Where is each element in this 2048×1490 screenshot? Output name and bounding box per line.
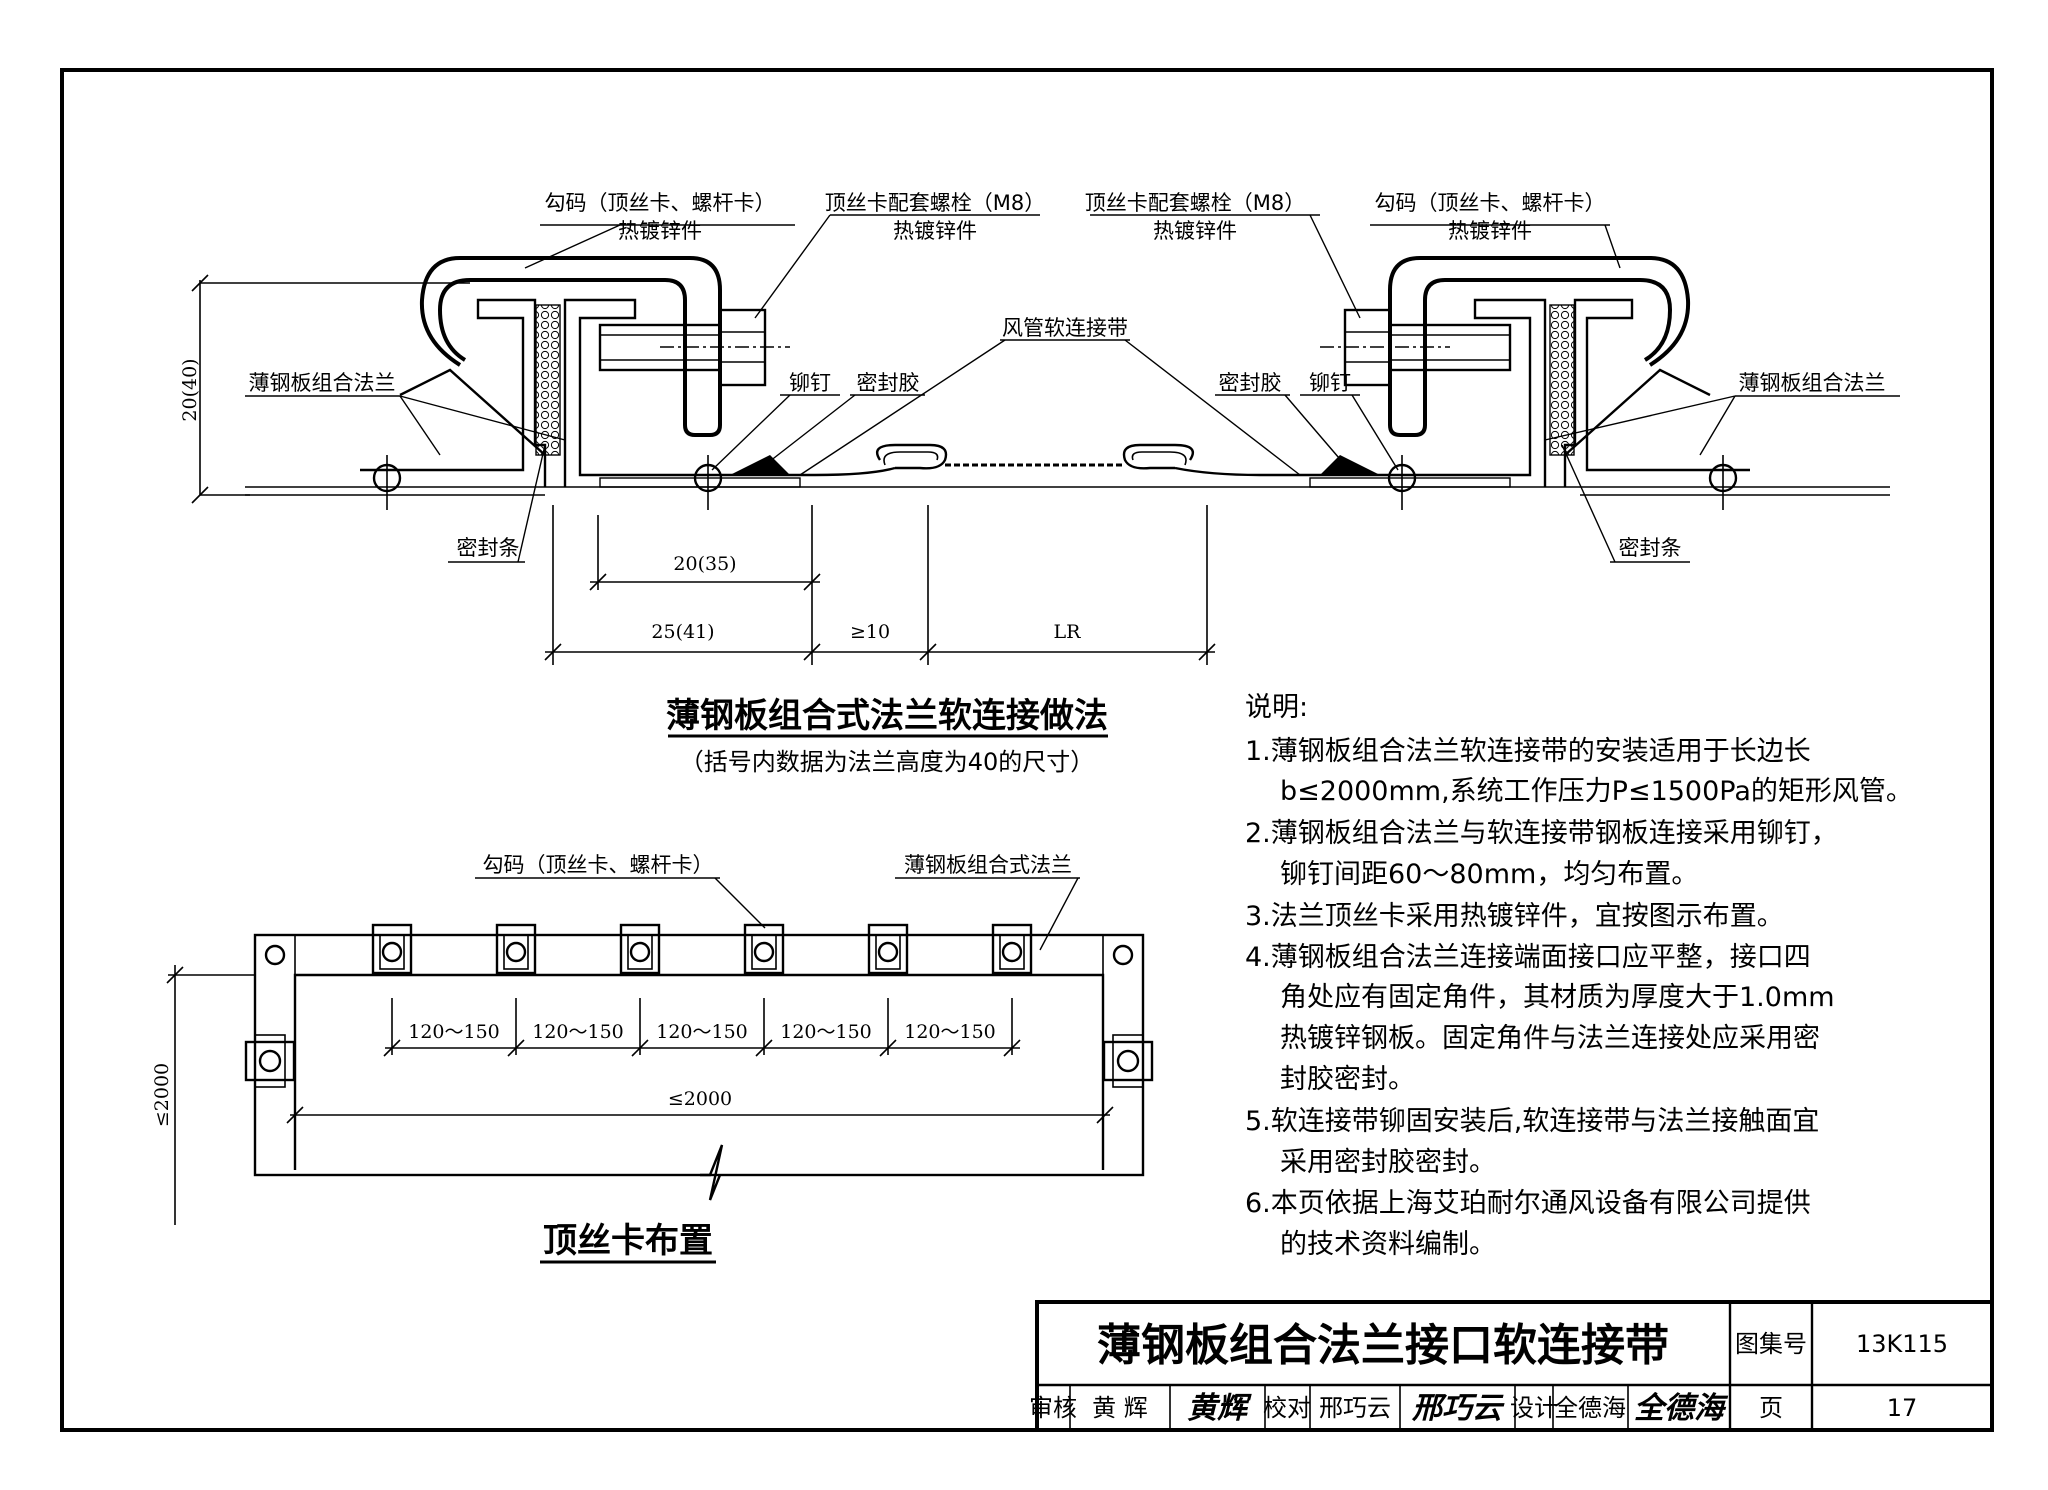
plan-height-label: ≤2000 [151, 1063, 173, 1127]
right-flange-inner [1260, 298, 1547, 487]
section-view: 20(40) 20(35) 25(41) ≥10 LR 勾码（顶丝卡、螺杆卡） … [179, 191, 1900, 776]
dim-25-41-label: 25(41) [651, 621, 714, 643]
plan-spacing-1: 120～150 [408, 1021, 500, 1043]
label-seal-strip-left: 密封条 [457, 536, 520, 560]
note-line: 铆钉间距60～80mm，均匀布置。 [1280, 859, 1698, 890]
checker-name: 邢巧云 [1319, 1394, 1391, 1422]
plan-spacing-4: 120～150 [780, 1021, 872, 1043]
notes: 说明: 1.薄钢板组合法兰软连接带的安装适用于长边长 b≤2000mm,系统工作… [1245, 692, 1913, 1260]
plan-top-clip [619, 923, 661, 975]
label-seal-strip-right: 密封条 [1619, 536, 1682, 560]
dim-lr-label: LR [1054, 621, 1082, 643]
left-hook-clip [437, 278, 722, 437]
plan-top-clip [495, 923, 537, 975]
plan-corner-hole-right [1112, 944, 1134, 966]
right-band-roll [1122, 443, 1195, 470]
note-line: 封胶密封。 [1280, 1064, 1415, 1095]
left-seal-strip [535, 304, 561, 456]
title-block-title: 薄钢板组合法兰接口软连接带 [1097, 1320, 1669, 1371]
right-sealant [1320, 455, 1380, 475]
plan-top-clip [371, 923, 413, 975]
right-flange-stiffener [1564, 368, 1711, 456]
plan-spacing-5: 120～150 [904, 1021, 996, 1043]
review-label: 审核 [1029, 1394, 1077, 1422]
left-band-roll [875, 443, 948, 470]
label-hook-left: 勾码（顶丝卡、螺杆卡） [545, 191, 776, 215]
plan-top-clip [743, 923, 785, 975]
label-rivet-left: 铆钉 [789, 371, 831, 395]
label-flange-right: 薄钢板组合法兰 [1739, 371, 1886, 395]
note-line: 5.软连接带铆固安装后,软连接带与法兰接触面宜 [1245, 1106, 1819, 1137]
reviewer-signature: 黄辉 [1187, 1391, 1252, 1426]
label-sealant-right: 密封胶 [1219, 371, 1282, 395]
atlas-number: 13K115 [1856, 1330, 1948, 1358]
left-sealant [730, 455, 790, 475]
reviewer-name: 黄 辉 [1092, 1394, 1148, 1422]
page-label: 页 [1759, 1394, 1783, 1422]
right-hook-clip [1388, 278, 1673, 437]
label-flex-band: 风管软连接带 [1002, 316, 1128, 340]
notes-heading: 说明: [1245, 692, 1308, 723]
plan-flange-outer [253, 933, 1145, 1177]
plan-spacing-3: 120～150 [656, 1021, 748, 1043]
drawing-frame [60, 68, 1994, 1432]
plan-side-clip-left [244, 1034, 296, 1088]
label-bolt-left: 顶丝卡配套螺栓（M8） [825, 191, 1045, 215]
note-line: 3.法兰顶丝卡采用热镀锌件，宜按图示布置。 [1245, 901, 1784, 932]
label-sealant-left: 密封胶 [857, 371, 920, 395]
note-line: b≤2000mm,系统工作压力P≤1500Pa的矩形风管。 [1280, 776, 1913, 807]
plan-spacing-2: 120～150 [532, 1021, 624, 1043]
note-line: 角处应有固定角件，其材质为厚度大于1.0mm [1280, 982, 1835, 1013]
left-flange-inner [563, 298, 815, 487]
label-bolt-left-sub: 热镀锌件 [893, 219, 977, 243]
plan-top-clip [867, 923, 909, 975]
title-block: 薄钢板组合法兰接口软连接带 图集号 13K115 审核 黄 辉 黄辉 校对 邢巧… [1029, 1300, 1994, 1432]
note-line: 2.薄钢板组合法兰与软连接带钢板连接采用铆钉， [1245, 818, 1838, 849]
plan-width-label: ≤2000 [668, 1088, 732, 1110]
atlas-label: 图集号 [1735, 1330, 1807, 1358]
label-bolt-right-sub: 热镀锌件 [1153, 219, 1237, 243]
dim-ge10-label: ≥10 [850, 621, 890, 643]
checker-signature: 邢巧云 [1411, 1391, 1505, 1426]
note-line: 采用密封胶密封。 [1280, 1147, 1496, 1178]
section-subtitle: （括号内数据为法兰高度为40的尺寸） [680, 748, 1095, 776]
label-bolt-right: 顶丝卡配套螺栓（M8） [1085, 191, 1305, 215]
designer-signature: 全德海 [1634, 1391, 1729, 1426]
plan-view: 120～150 120～150 120～150 120～150 120～150 … [151, 853, 1154, 1264]
height-dim-label: 20(40) [179, 358, 201, 421]
label-hook-left-sub: 热镀锌件 [618, 219, 702, 243]
section-title: 薄钢板组合式法兰软连接做法 [666, 696, 1108, 736]
plan-title: 顶丝卡布置 [543, 1221, 713, 1261]
label-hook-right-sub: 热镀锌件 [1448, 219, 1532, 243]
plan-flange-inner [293, 973, 1105, 1170]
note-line: 的技术资料编制。 [1280, 1229, 1496, 1260]
note-line: 热镀锌钢板。固定角件与法兰连接处应采用密 [1280, 1023, 1820, 1054]
design-label: 设计 [1510, 1394, 1558, 1422]
label-hook-right: 勾码（顶丝卡、螺杆卡） [1375, 191, 1606, 215]
note-line: 6.本页依据上海艾珀耐尔通风设备有限公司提供 [1245, 1188, 1811, 1219]
check-label: 校对 [1263, 1394, 1311, 1422]
dim-20-35-label: 20(35) [673, 553, 736, 575]
plan-side-clip-right [1102, 1034, 1154, 1088]
right-seal-strip [1549, 304, 1575, 456]
label-rivet-right: 铆钉 [1309, 371, 1351, 395]
note-line: 4.薄钢板组合法兰连接端面接口应平整，接口四 [1245, 942, 1811, 973]
designer-name: 全德海 [1554, 1394, 1626, 1422]
plan-label-hook: 勾码（顶丝卡、螺杆卡） [483, 853, 714, 877]
plan-top-clip [991, 923, 1033, 975]
plan-break-mark [700, 1144, 724, 1201]
plan-corner-hole-left [264, 944, 286, 966]
note-line: 1.薄钢板组合法兰软连接带的安装适用于长边长 [1245, 736, 1811, 767]
label-flange-left: 薄钢板组合法兰 [249, 371, 396, 395]
page-number: 17 [1887, 1394, 1918, 1422]
plan-label-flange: 薄钢板组合式法兰 [904, 853, 1072, 877]
